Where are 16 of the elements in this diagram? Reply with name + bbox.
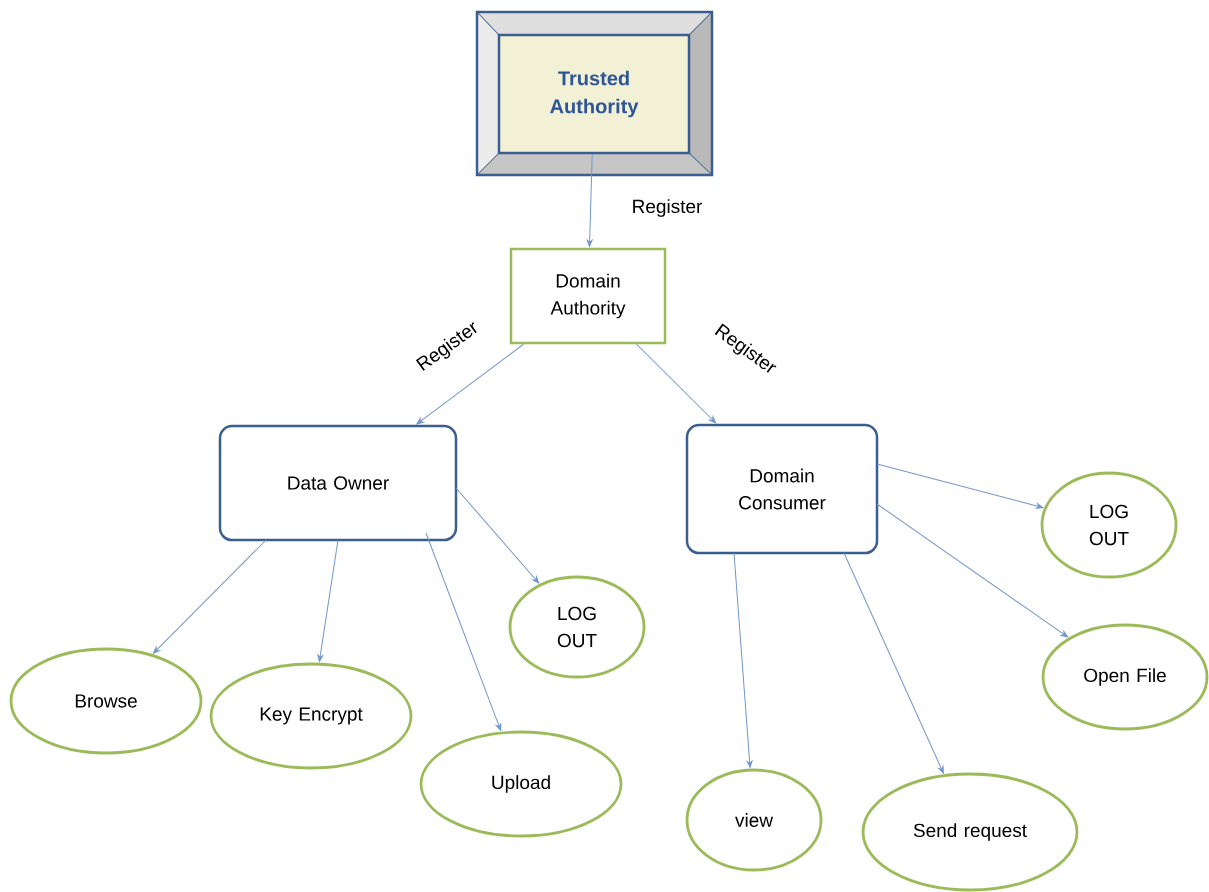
- arrow: [636, 343, 717, 424]
- role-box: Domain Consumer: [685, 423, 879, 555]
- arrow: [733, 552, 753, 768]
- arrow: [416, 343, 524, 425]
- edge-label: Register: [629, 197, 705, 219]
- arrow: [317, 539, 339, 662]
- arrow: [843, 552, 944, 774]
- arrow: [152, 539, 267, 654]
- arrow: [586, 153, 593, 247]
- arrow: [455, 487, 540, 584]
- authority-box: Trusted Authority: [475, 10, 714, 177]
- role-box: Data Owner: [218, 424, 458, 542]
- arrow: [876, 503, 1068, 638]
- arrow: [876, 463, 1044, 509]
- arrow: [425, 532, 502, 731]
- authority-box: Domain Authority: [509, 247, 667, 345]
